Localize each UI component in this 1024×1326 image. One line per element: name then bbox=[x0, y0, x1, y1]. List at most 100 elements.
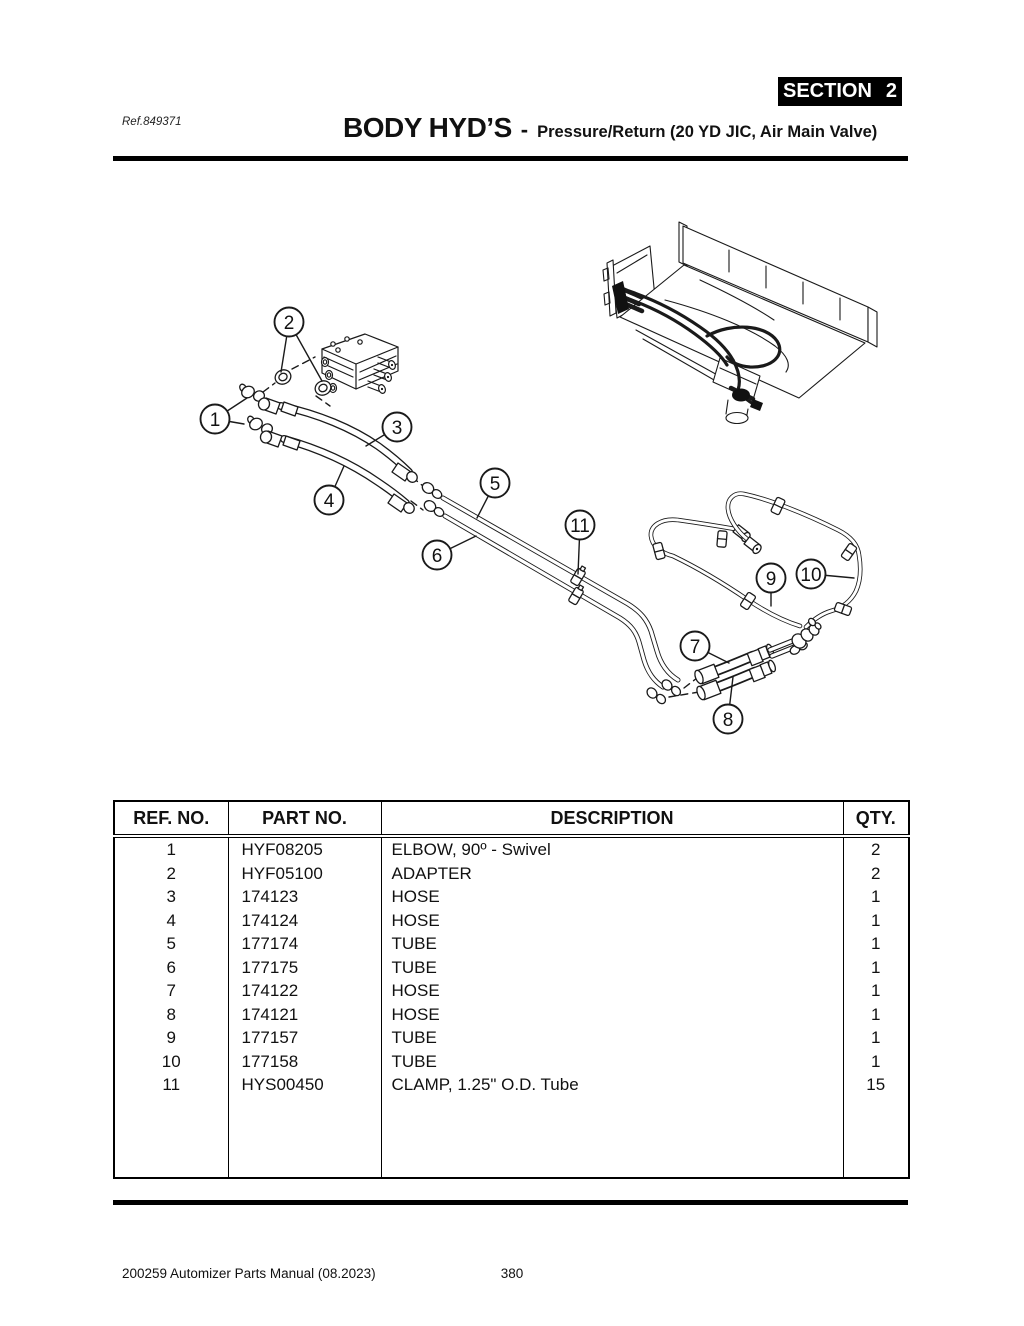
callout-circle-4 bbox=[313, 484, 345, 516]
cell-ref-no: 7 bbox=[114, 979, 229, 1003]
cell-ref-no: 10 bbox=[114, 1049, 229, 1073]
callout-number-1: 1 bbox=[210, 410, 221, 431]
hose-4 bbox=[259, 430, 415, 514]
page-title: BODY HYD’S - Pressure/Return (20 YD JIC,… bbox=[343, 112, 877, 144]
header-rule bbox=[113, 156, 908, 161]
callout-circle-8 bbox=[712, 703, 744, 735]
cell-qty: 1 bbox=[871, 910, 881, 930]
hose-3 bbox=[257, 397, 418, 483]
callout-circle-1 bbox=[199, 403, 231, 435]
cell-qty: 1 bbox=[871, 887, 881, 907]
cell-description: HOSE bbox=[381, 908, 844, 932]
cell-ref-no: 4 bbox=[114, 908, 229, 932]
section-number: 2 bbox=[885, 80, 898, 102]
cell-part-no: 174124 bbox=[228, 908, 382, 932]
tube-clamps bbox=[568, 496, 858, 617]
cell-ref-no: 8 bbox=[114, 1002, 229, 1026]
cell-ref-no: 6 bbox=[114, 955, 229, 979]
page-title-sub: Pressure/Return (20 YD JIC, Air Main Val… bbox=[537, 123, 878, 141]
cell-qty: 2 bbox=[871, 863, 881, 883]
cell-qty: 2 bbox=[871, 840, 881, 860]
cell-part-no: 174122 bbox=[228, 979, 382, 1003]
cell-part-no: 174123 bbox=[228, 885, 382, 909]
cell-qty: 1 bbox=[871, 1028, 881, 1048]
table-filler-row bbox=[114, 1096, 909, 1178]
cell-description: HOSE bbox=[381, 979, 844, 1003]
page-title-main: BODY HYD’S bbox=[343, 112, 512, 143]
callout-number-3: 3 bbox=[392, 418, 403, 439]
column-header-ref-no: REF. NO. bbox=[114, 801, 229, 838]
cell-part-no: HYF05100 bbox=[228, 861, 382, 885]
assembly-dashed-lines bbox=[262, 356, 700, 698]
cell-description: TUBE bbox=[381, 1049, 844, 1073]
fitting-stack bbox=[767, 617, 822, 659]
callout-circle-10 bbox=[795, 558, 827, 590]
cell-ref-no: 9 bbox=[114, 1026, 229, 1050]
callout-number-4: 4 bbox=[324, 491, 335, 512]
cell-description: ADAPTER bbox=[381, 861, 844, 885]
callout-circle-3 bbox=[381, 411, 413, 443]
cell-ref-no: 3 bbox=[114, 885, 229, 909]
cell-part-no: HYF08205 bbox=[228, 836, 382, 862]
valve-block bbox=[320, 333, 399, 394]
section-badge: SECTION 2 bbox=[778, 77, 902, 106]
section-label: SECTION bbox=[782, 80, 872, 102]
callout-number-5: 5 bbox=[490, 474, 501, 495]
callout-number-6: 6 bbox=[432, 546, 443, 567]
cell-description: ELBOW, 90º - Swivel bbox=[381, 836, 844, 862]
callout-number-8: 8 bbox=[723, 710, 734, 731]
callout-circle-5 bbox=[479, 467, 511, 499]
column-header-part-no: PART NO. bbox=[228, 801, 382, 838]
column-header-description: DESCRIPTION bbox=[381, 801, 844, 838]
cell-part-no: 177175 bbox=[228, 955, 382, 979]
cell-qty: 1 bbox=[871, 981, 881, 1001]
cell-description: HOSE bbox=[381, 885, 844, 909]
reference-number: Ref.849371 bbox=[122, 116, 182, 128]
callout-circle-9 bbox=[755, 562, 787, 594]
truck-body-illustration bbox=[602, 221, 878, 425]
cell-part-no: 174121 bbox=[228, 1002, 382, 1026]
cell-description: TUBE bbox=[381, 932, 844, 956]
cell-ref-no: 2 bbox=[114, 861, 229, 885]
cell-description: TUBE bbox=[381, 955, 844, 979]
cell-description: HOSE bbox=[381, 1002, 844, 1026]
callout-circle-7 bbox=[679, 630, 711, 662]
tube-5 bbox=[421, 482, 682, 697]
cell-qty: 1 bbox=[871, 1004, 881, 1024]
footer-page-number: 380 bbox=[500, 1266, 524, 1281]
callout-number-10: 10 bbox=[800, 565, 821, 586]
elbow-fittings bbox=[239, 383, 274, 435]
footer-rule bbox=[113, 1200, 908, 1205]
cell-part-no: HYS00450 bbox=[228, 1073, 382, 1097]
cell-part-no: 177157 bbox=[228, 1026, 382, 1050]
adapter-fittings bbox=[274, 369, 332, 396]
callout-circle-6 bbox=[421, 539, 453, 571]
cell-part-no: 177158 bbox=[228, 1049, 382, 1073]
cell-qty: 1 bbox=[871, 957, 881, 977]
callout-circle-11 bbox=[564, 509, 596, 541]
cell-ref-no: 11 bbox=[114, 1073, 229, 1097]
cell-part-no: 177174 bbox=[228, 932, 382, 956]
cell-qty: 15 bbox=[866, 1075, 886, 1095]
cell-ref-no: 1 bbox=[114, 836, 229, 862]
callout-number-11: 11 bbox=[570, 516, 590, 537]
page-title-dash: - bbox=[520, 117, 529, 142]
footer-manual-info: 200259 Automizer Parts Manual (08.2023) bbox=[122, 1266, 376, 1281]
callout-number-7: 7 bbox=[690, 637, 701, 658]
callout-number-9: 9 bbox=[766, 569, 777, 590]
column-header-qty: QTY. bbox=[843, 801, 909, 838]
cell-qty: 1 bbox=[871, 934, 881, 954]
parts-table-header-row: REF. NO. PART NO. DESCRIPTION QTY. bbox=[114, 801, 909, 838]
